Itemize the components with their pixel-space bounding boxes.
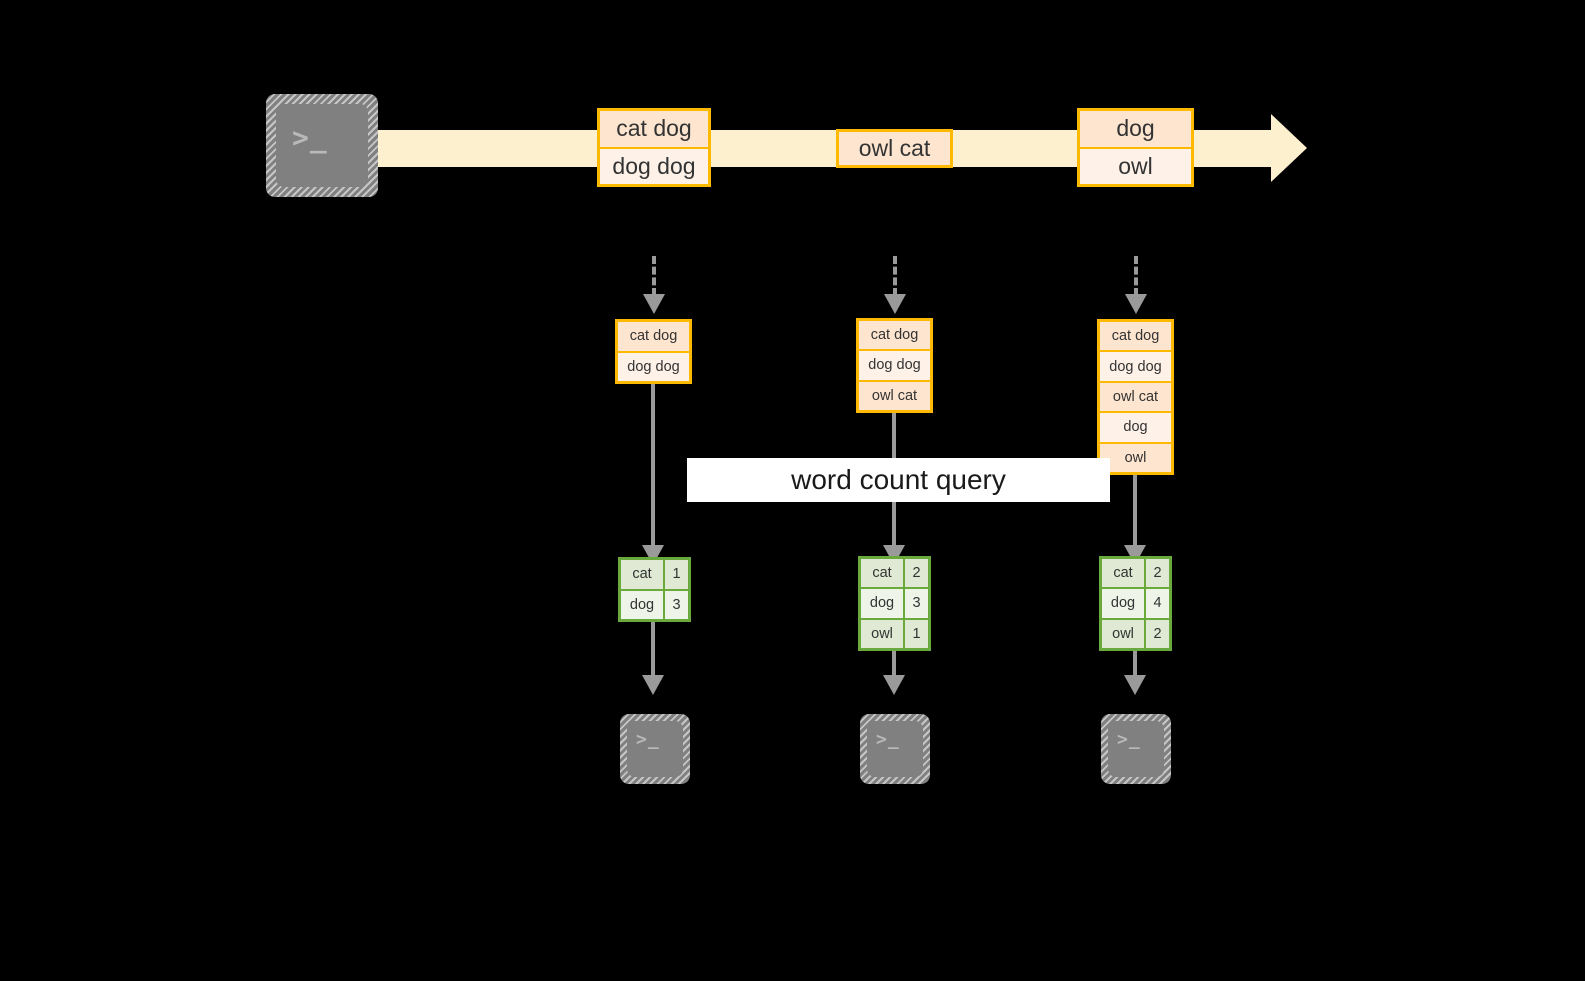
result-word: owl bbox=[861, 619, 904, 648]
terminal-screen bbox=[627, 721, 683, 777]
query-arrow-line-3 bbox=[1133, 475, 1137, 550]
result-word: dog bbox=[1102, 589, 1145, 618]
snapshot-line: owl bbox=[1100, 441, 1171, 473]
sink-arrow-line-2 bbox=[892, 651, 896, 679]
snapshot-line: dog bbox=[1100, 411, 1171, 442]
stream-batch-line: dog dog bbox=[600, 146, 708, 184]
sink-terminal-icon-2[interactable]: >_ bbox=[860, 714, 930, 784]
terminal-prompt-glyph: >_ bbox=[292, 121, 328, 154]
terminal-prompt-glyph: >_ bbox=[636, 729, 660, 750]
stream-batch-2[interactable]: owl cat bbox=[836, 129, 953, 168]
trigger-arrow-line-2 bbox=[893, 256, 897, 296]
query-banner-label: word count query bbox=[791, 464, 1006, 495]
result-count: 2 bbox=[903, 559, 928, 588]
snapshot-table-1[interactable]: cat dog dog dog bbox=[615, 319, 692, 384]
snapshot-line: cat dog bbox=[618, 322, 689, 351]
terminal-prompt-glyph: >_ bbox=[876, 729, 900, 750]
snapshot-line: dog dog bbox=[618, 350, 689, 381]
arrow-down-icon bbox=[883, 675, 905, 695]
result-word: cat bbox=[621, 560, 664, 589]
result-row: dog 3 bbox=[861, 587, 928, 618]
result-row: dog 4 bbox=[1102, 587, 1169, 618]
result-table-1[interactable]: cat 1 dog 3 bbox=[618, 557, 691, 622]
stream-batch-3[interactable]: dog owl bbox=[1077, 108, 1194, 187]
terminal-screen bbox=[1108, 721, 1164, 777]
query-banner: word count query bbox=[687, 458, 1110, 502]
stream-batch-line: cat dog bbox=[600, 111, 708, 147]
result-row: owl 2 bbox=[1102, 617, 1169, 648]
sink-arrow-line-3 bbox=[1133, 651, 1137, 679]
result-count: 1 bbox=[903, 619, 928, 648]
terminal-prompt-glyph: >_ bbox=[1117, 729, 1141, 750]
snapshot-line: dog dog bbox=[859, 349, 930, 380]
terminal-screen bbox=[276, 104, 368, 187]
trigger-arrow-line-1 bbox=[652, 256, 656, 296]
result-row: dog 3 bbox=[621, 588, 688, 619]
result-row: owl 1 bbox=[861, 617, 928, 648]
sink-terminal-icon-3[interactable]: >_ bbox=[1101, 714, 1171, 784]
snapshot-line: cat dog bbox=[1100, 322, 1171, 351]
stream-arrow-right-icon bbox=[1271, 114, 1307, 182]
result-word: owl bbox=[1102, 619, 1145, 648]
result-word: dog bbox=[861, 589, 904, 618]
snapshot-table-3[interactable]: cat dog dog dog owl cat dog owl bbox=[1097, 319, 1174, 475]
stream-batch-line: owl bbox=[1080, 146, 1191, 184]
result-row: cat 1 bbox=[621, 560, 688, 589]
result-word: cat bbox=[861, 559, 904, 588]
result-count: 1 bbox=[663, 560, 688, 589]
result-count: 3 bbox=[903, 589, 928, 618]
result-row: cat 2 bbox=[1102, 559, 1169, 588]
snapshot-line: owl cat bbox=[859, 379, 930, 410]
result-count: 2 bbox=[1144, 619, 1169, 648]
dashed-arrow-down-icon bbox=[1125, 294, 1147, 314]
sink-terminal-icon-1[interactable]: >_ bbox=[620, 714, 690, 784]
sink-arrow-line-1 bbox=[651, 622, 655, 679]
result-table-3[interactable]: cat 2 dog 4 owl 2 bbox=[1099, 556, 1172, 651]
snapshot-table-2[interactable]: cat dog dog dog owl cat bbox=[856, 318, 933, 413]
dashed-arrow-down-icon bbox=[643, 294, 665, 314]
result-word: dog bbox=[621, 590, 664, 619]
source-terminal-icon[interactable]: >_ bbox=[266, 94, 378, 197]
result-count: 3 bbox=[663, 590, 688, 619]
result-row: cat 2 bbox=[861, 559, 928, 588]
arrow-down-icon bbox=[1124, 675, 1146, 695]
arrow-down-icon bbox=[642, 675, 664, 695]
snapshot-line: dog dog bbox=[1100, 350, 1171, 381]
result-count: 4 bbox=[1144, 589, 1169, 618]
result-table-2[interactable]: cat 2 dog 3 owl 1 bbox=[858, 556, 931, 651]
dashed-arrow-down-icon bbox=[884, 294, 906, 314]
stream-batch-1[interactable]: cat dog dog dog bbox=[597, 108, 711, 187]
result-word: cat bbox=[1102, 559, 1145, 588]
terminal-screen bbox=[867, 721, 923, 777]
snapshot-line: cat dog bbox=[859, 321, 930, 350]
result-count: 2 bbox=[1144, 559, 1169, 588]
snapshot-line: owl cat bbox=[1100, 380, 1171, 412]
stream-batch-line: owl cat bbox=[839, 132, 950, 165]
stream-batch-line: dog bbox=[1080, 111, 1191, 147]
trigger-arrow-line-3 bbox=[1134, 256, 1138, 296]
query-arrow-line-1 bbox=[651, 384, 655, 550]
